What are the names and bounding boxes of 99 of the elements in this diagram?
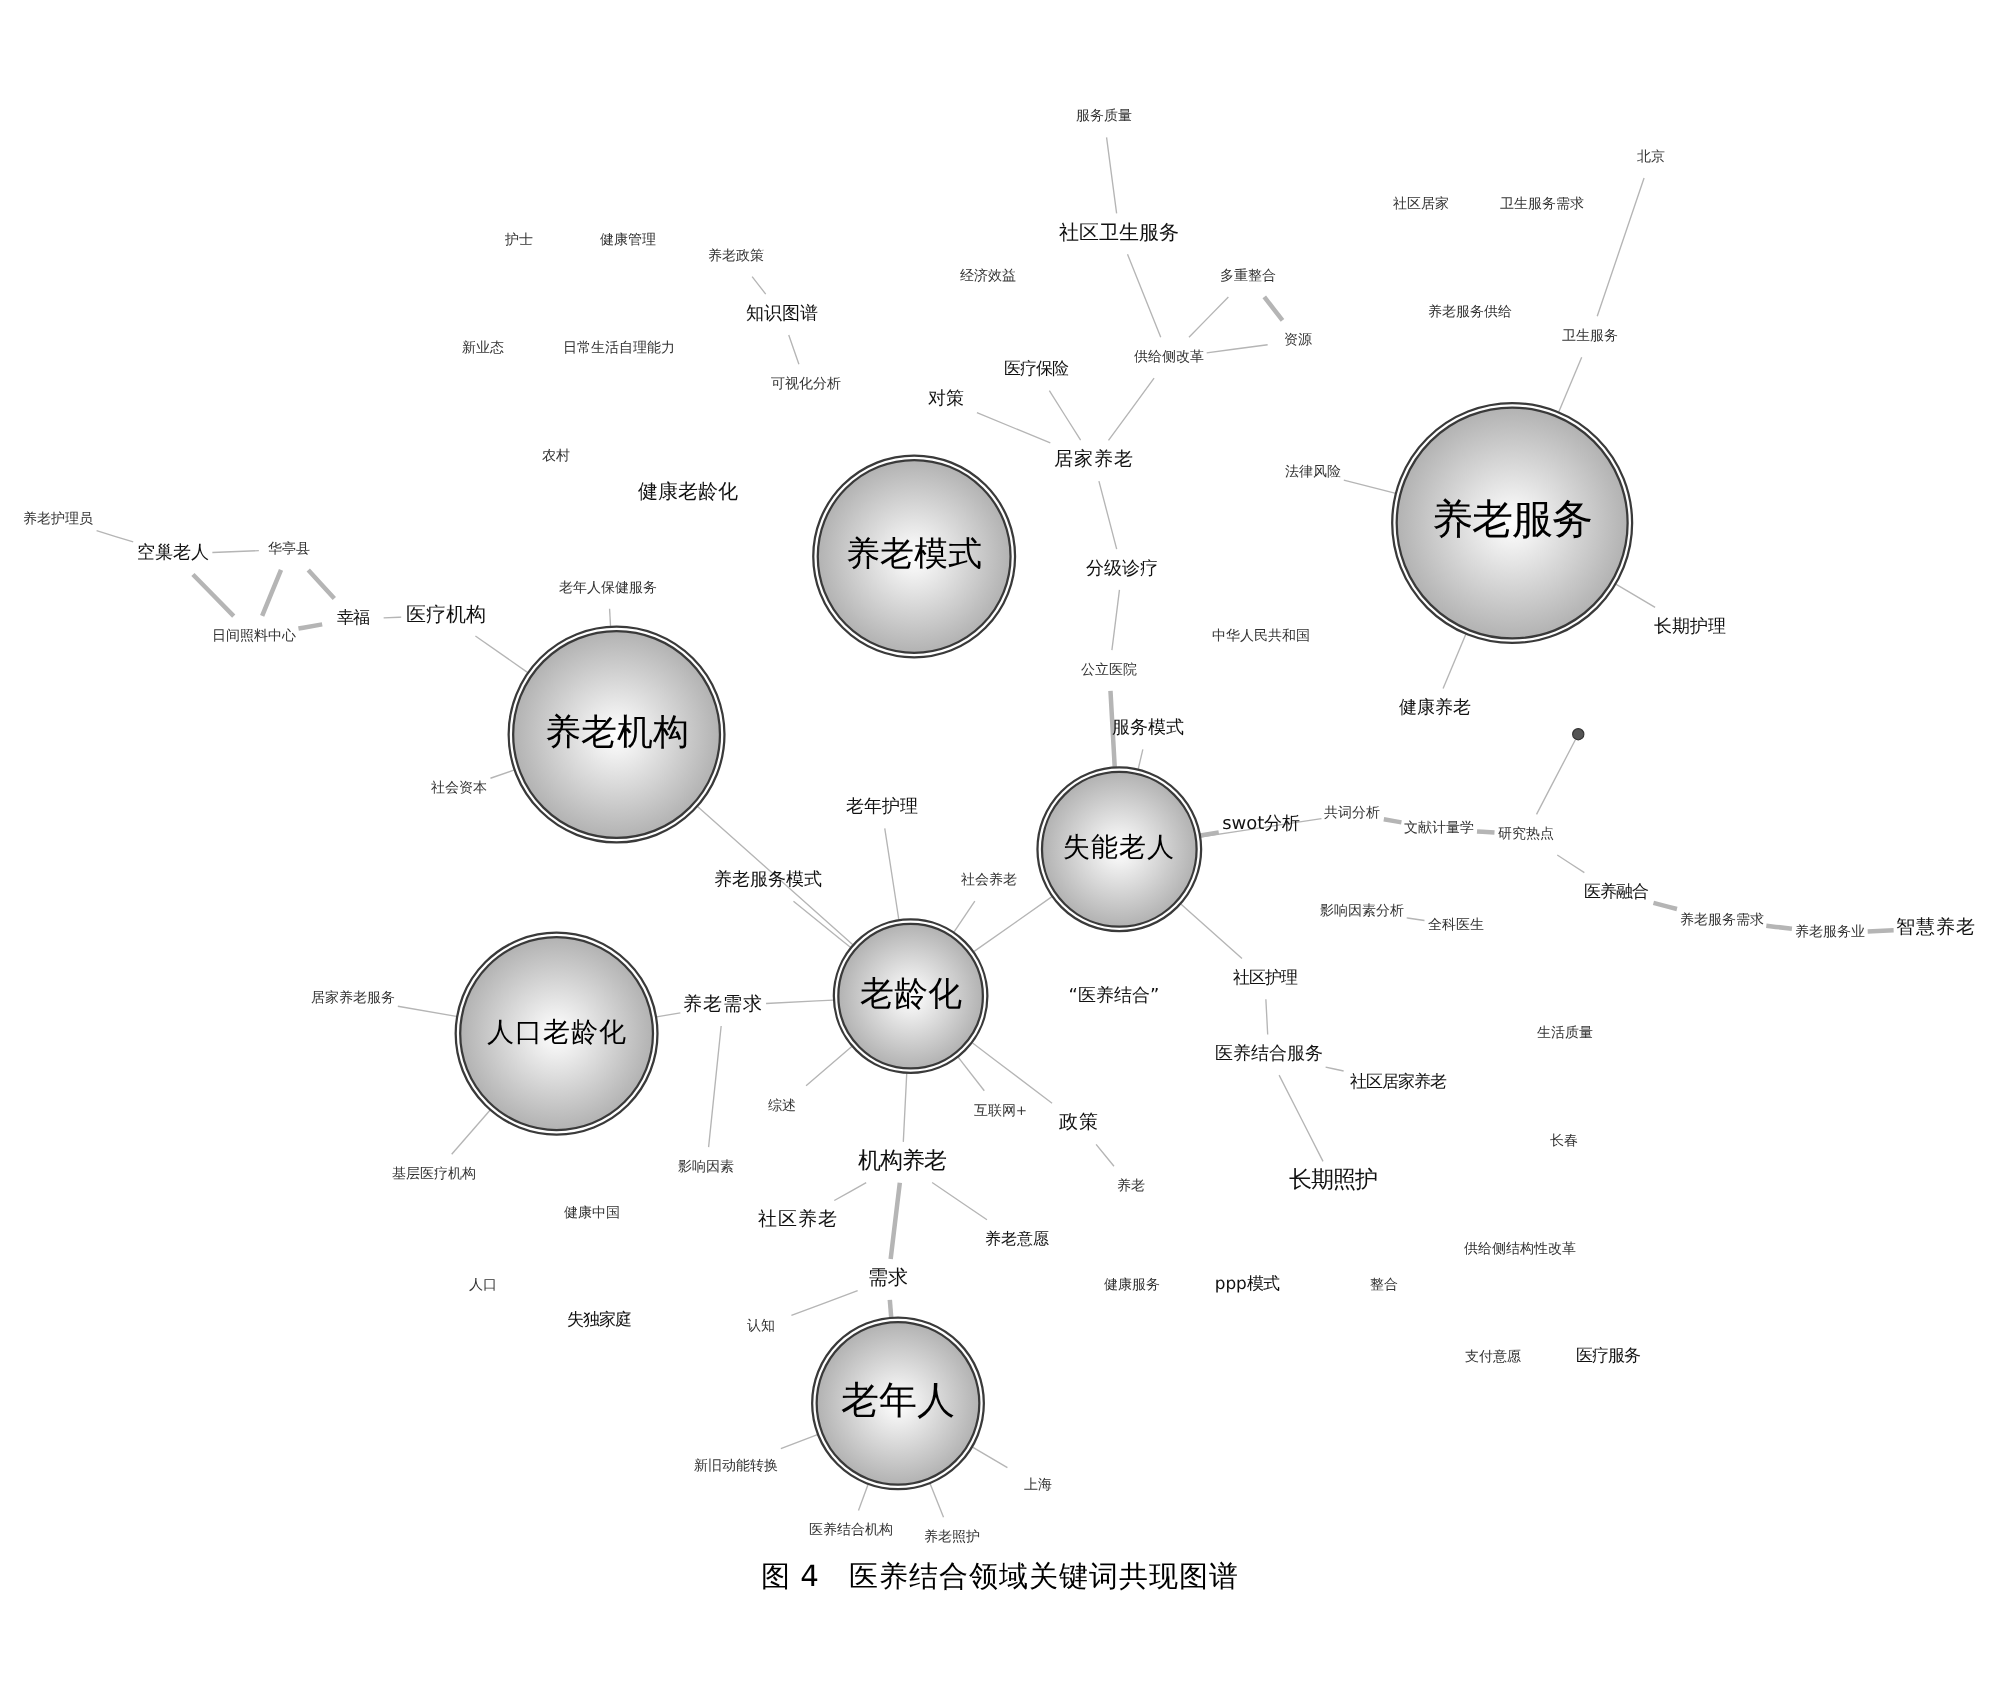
connector (696, 805, 854, 946)
connector (1535, 738, 1577, 815)
node-text: 老年护理 (845, 798, 918, 819)
connector (1406, 917, 1426, 922)
connector (489, 769, 516, 779)
connector (1108, 690, 1117, 768)
connector (971, 1446, 1009, 1469)
connector (1556, 854, 1586, 874)
connector (929, 1482, 945, 1518)
node-circle (1572, 728, 1585, 741)
connector (1199, 830, 1220, 838)
connector (1265, 998, 1269, 1036)
connector (1476, 829, 1495, 835)
node-text: 知识图谱 (745, 305, 818, 325)
connector (1652, 900, 1678, 912)
connector (1558, 356, 1583, 413)
caption: 图 4 医养结合领域关键词共现图谱 (761, 1559, 1239, 1594)
node-text: 社区居家养老 (1350, 1070, 1447, 1091)
node-text: 机构养老 (858, 1147, 947, 1174)
connector (474, 635, 529, 674)
node-text: 空巢老人 (136, 544, 209, 565)
connector (792, 900, 852, 949)
connector (790, 1290, 859, 1316)
connector (1324, 1066, 1345, 1072)
connector (1095, 1143, 1115, 1167)
connector (1105, 136, 1118, 215)
node-text: 长期护理 (1653, 617, 1726, 638)
node-text: 对策 (928, 390, 965, 411)
node-text: 幸福 (337, 606, 370, 627)
connector (976, 412, 1051, 444)
node-text: 服务模式 (1111, 719, 1184, 740)
connector (857, 1483, 869, 1512)
connector (1188, 296, 1230, 338)
node-text: 医养结合服务 (1214, 1045, 1323, 1066)
node-text: 健康养老 (1398, 699, 1471, 720)
connector (1107, 377, 1155, 442)
connector (887, 1299, 894, 1319)
node-text: 分级诊疗 (1086, 559, 1159, 580)
connector (306, 568, 336, 600)
node-text: 养老服务模式 (714, 871, 823, 892)
node-text: 智慧养老 (1896, 917, 1977, 940)
node-text: 医养融合 (1583, 880, 1648, 901)
connector (884, 827, 900, 921)
connector (655, 1012, 682, 1018)
node-text: 社区护理 (1232, 966, 1297, 987)
connector (1179, 903, 1243, 960)
node-text: 养老需求 (683, 994, 764, 1017)
connector (1383, 817, 1402, 825)
connector (973, 895, 1054, 953)
connector (780, 1433, 819, 1450)
node-text: ppp模式 (1214, 1273, 1279, 1294)
node-text: 社区养老 (758, 1209, 839, 1232)
connector (1262, 295, 1285, 322)
connector (211, 549, 260, 554)
connector (805, 1045, 853, 1087)
connector (953, 900, 976, 933)
node-text: 医疗机构 (406, 604, 487, 627)
connector (765, 999, 834, 1005)
node-text: 需求 (868, 1268, 909, 1291)
node-text: “医养结合” (1068, 987, 1160, 1008)
connector (1126, 253, 1162, 338)
connector (260, 569, 284, 617)
node-text: 长期照护 (1289, 1167, 1378, 1194)
node-text: 政策 (1059, 1112, 1100, 1135)
connector (833, 1181, 867, 1202)
connector (957, 1056, 985, 1092)
connector (1048, 390, 1082, 441)
connector (751, 275, 767, 295)
node-text: 医疗服务 (1575, 1345, 1640, 1366)
connector (298, 622, 323, 631)
node-text: 社区卫生服务 (1059, 222, 1180, 245)
connector (1867, 928, 1894, 934)
connector (1098, 480, 1118, 550)
connector (1596, 177, 1645, 317)
connector (1278, 1074, 1324, 1163)
connector (191, 572, 236, 618)
connector (788, 334, 800, 365)
connector (1343, 479, 1397, 495)
connector (608, 608, 612, 628)
connector (397, 1005, 458, 1018)
connector (1442, 633, 1467, 690)
connector (888, 1182, 903, 1260)
connector (1199, 817, 1323, 838)
connector (931, 1181, 988, 1221)
node-text: 失独家庭 (566, 1309, 631, 1330)
node-text: 居家养老 (1053, 449, 1134, 472)
node-text: 健康老龄化 (637, 481, 738, 504)
connector (451, 1109, 491, 1155)
connector (971, 1041, 1053, 1104)
connector (902, 1072, 908, 1143)
connector (1615, 583, 1656, 609)
connector (1206, 344, 1269, 354)
node-text: swot分析 (1222, 815, 1301, 836)
node-text: 医疗保险 (1004, 358, 1069, 379)
connector (1766, 923, 1793, 931)
connector (1111, 589, 1121, 651)
connector (1137, 748, 1144, 771)
connector (707, 1025, 722, 1148)
connector (95, 530, 134, 543)
